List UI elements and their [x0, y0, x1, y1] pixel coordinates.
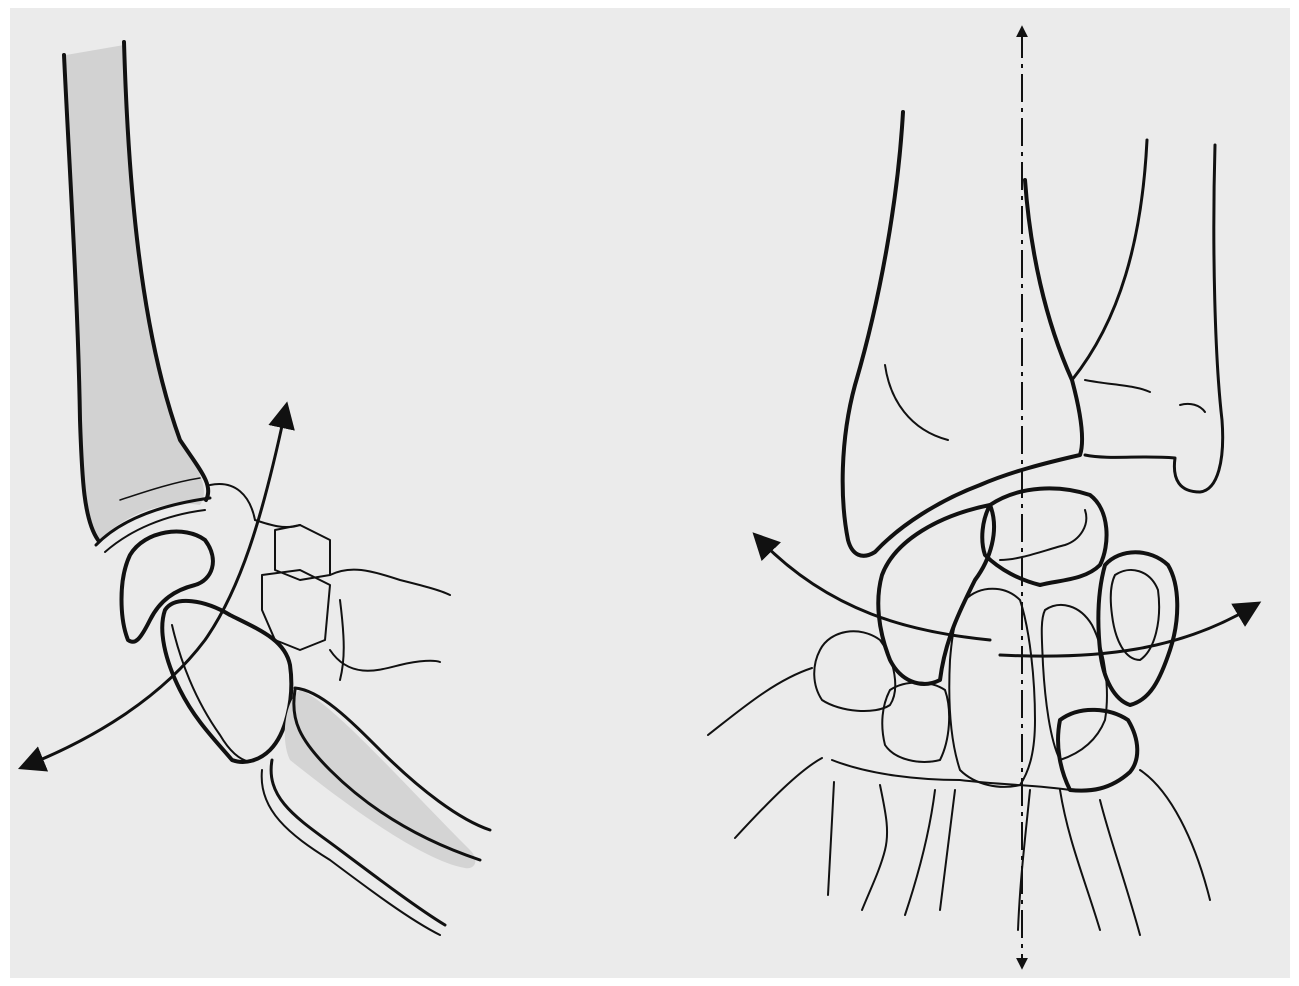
wrist-motion-illustration: [0, 0, 1299, 986]
figure-sheet: [0, 0, 1299, 986]
